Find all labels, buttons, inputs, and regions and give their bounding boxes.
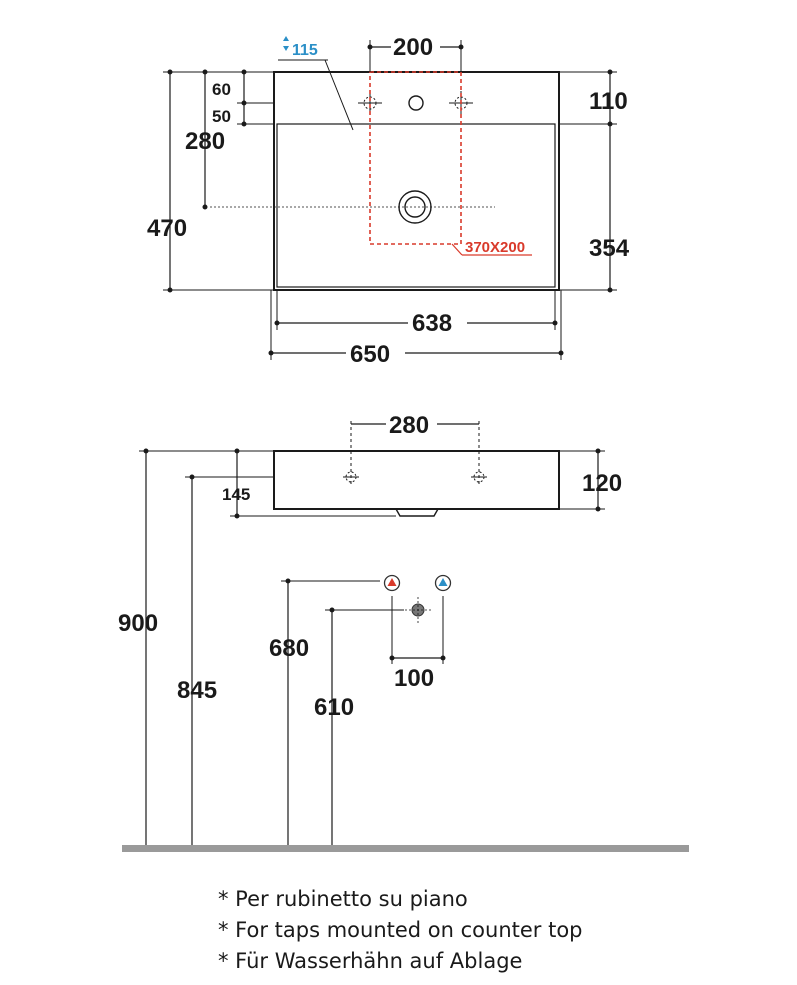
waste-outlet-icon (405, 597, 431, 623)
cold-water-icon (434, 574, 452, 592)
label-115: 115 (292, 42, 318, 59)
tap-area (369, 71, 462, 245)
side-view (139, 421, 605, 847)
note-german: * Für Wasserhähn auf Ablage (218, 949, 523, 973)
label-680: 680 (269, 635, 309, 662)
note-italian: * Per rubinetto su piano (218, 887, 468, 911)
label-side-280: 280 (389, 412, 429, 439)
label-100: 100 (394, 665, 434, 692)
basin-profile (273, 450, 560, 510)
notes-list: * Per rubinetto su piano * For taps moun… (218, 884, 583, 977)
label-610: 610 (314, 694, 354, 721)
tap-hole (408, 95, 424, 111)
label-280-depth: 280 (185, 128, 225, 155)
basin-outline (273, 71, 560, 291)
label-200: 200 (393, 34, 433, 61)
floor-line (122, 845, 689, 852)
label-145: 145 (222, 485, 250, 504)
label-470: 470 (147, 215, 187, 242)
hot-water-icon (383, 574, 401, 592)
label-60: 60 (212, 80, 231, 99)
label-tap-area: 370X200 (465, 239, 525, 256)
label-110: 110 (589, 88, 628, 115)
label-900: 900 (118, 610, 158, 637)
note-english: * For taps mounted on counter top (218, 918, 583, 942)
label-50: 50 (212, 107, 231, 126)
drain-stub (395, 508, 439, 517)
label-354: 354 (589, 235, 630, 262)
label-120: 120 (582, 470, 622, 497)
label-638: 638 (412, 310, 452, 337)
water-drop-icon (283, 36, 289, 51)
label-845: 845 (177, 677, 217, 704)
bowl-outline (276, 123, 556, 288)
tap-height-leader (324, 59, 354, 131)
tap-area-leader (451, 243, 463, 256)
side-tap-left (343, 421, 359, 485)
side-tap-right (471, 421, 487, 485)
label-650: 650 (350, 341, 390, 368)
top-view (163, 40, 617, 360)
